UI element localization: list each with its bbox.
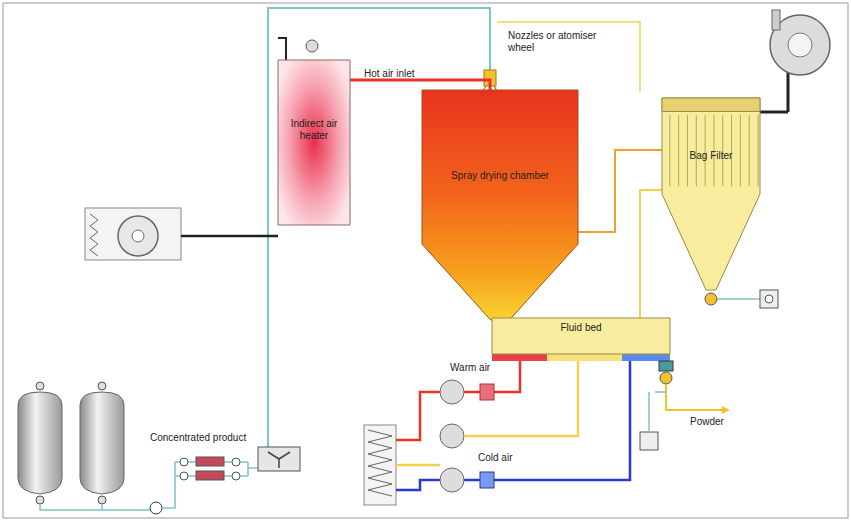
- part-label: Nozzles or atomiser wheel: [508, 30, 598, 54]
- node-outline: [278, 60, 350, 225]
- node-label: Bag Filter: [690, 150, 733, 162]
- pipe-connector: [640, 190, 662, 318]
- spray-chamber: Spray drying chamber: [422, 90, 578, 320]
- part-label: Warm air: [450, 362, 490, 374]
- node-outline: [662, 98, 760, 290]
- node-outline: [422, 90, 578, 320]
- part-label: Concentrated product: [150, 432, 246, 444]
- part-label: Cold air: [478, 452, 512, 464]
- node-label: Indirect air heater: [282, 118, 346, 141]
- bag-filter: Bag Filter: [662, 98, 760, 290]
- node-label: Spray drying chamber: [451, 170, 549, 182]
- pipe-connector: [350, 80, 490, 90]
- part-label: Powder: [690, 416, 724, 428]
- part-label: Hot air inlet: [364, 68, 415, 80]
- heater-box: Indirect air heater: [278, 60, 350, 225]
- fluid-bed: Fluid bed: [492, 318, 670, 354]
- node-label: Fluid bed: [560, 322, 601, 334]
